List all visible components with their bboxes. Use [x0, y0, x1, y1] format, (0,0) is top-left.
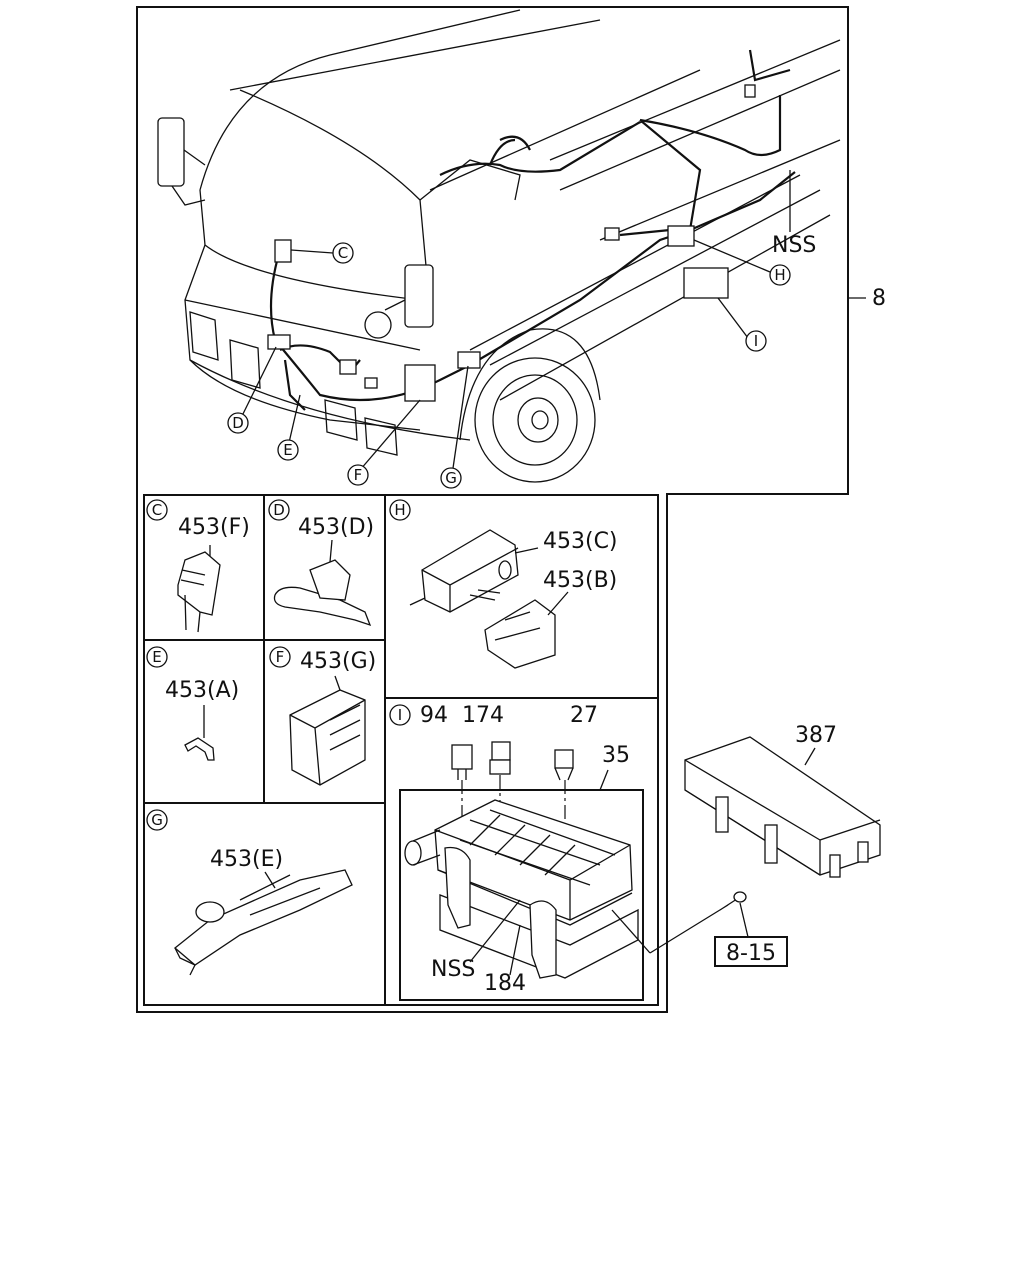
- bolt-ref-label: 8-15: [726, 941, 776, 966]
- svg-text:F: F: [276, 648, 285, 666]
- callout-i: I: [745, 330, 767, 352]
- svg-text:I: I: [754, 332, 758, 350]
- detail-e: E 453(A): [146, 646, 239, 761]
- callout-h: H: [769, 264, 791, 286]
- part-453g-label: 453(G): [300, 649, 376, 674]
- bolt-8-15: 8-15: [611, 891, 788, 967]
- callout-d: D: [227, 412, 249, 434]
- nss-label-detail: NSS: [431, 957, 475, 982]
- svg-text:H: H: [774, 266, 785, 284]
- svg-text:F: F: [354, 466, 363, 484]
- svg-text:D: D: [273, 501, 285, 519]
- detail-h: H 453(C) 453(B): [389, 499, 618, 669]
- detail-d: D 453(D): [268, 499, 374, 627]
- detail-g: G 453(E): [146, 809, 353, 976]
- svg-text:G: G: [151, 811, 163, 829]
- svg-text:C: C: [152, 501, 162, 519]
- relay-174-label: 174: [462, 703, 504, 728]
- callout-f: F: [347, 464, 369, 486]
- bracket-184-label: 184: [484, 971, 526, 996]
- svg-text:E: E: [152, 648, 161, 666]
- part-453a-label: 453(A): [165, 678, 239, 703]
- box-35-label: 35: [602, 743, 630, 768]
- detail-i: I 94 174 27 35 NSS 184: [389, 703, 644, 1001]
- cover-387: 387: [684, 723, 881, 878]
- part-453e-label: 453(E): [210, 847, 283, 872]
- part-453c-label: 453(C): [543, 529, 618, 554]
- main-view: C D E F G H I NSS 8: [136, 6, 886, 1013]
- svg-text:C: C: [338, 244, 348, 262]
- part-453d-label: 453(D): [298, 515, 374, 540]
- part-453b-label: 453(B): [543, 568, 617, 593]
- relay-94-label: 94: [420, 703, 448, 728]
- callout-e: E: [277, 439, 299, 461]
- callout-g: G: [440, 467, 462, 489]
- detail-c: C 453(F): [146, 499, 250, 633]
- callout-c: C: [332, 242, 354, 264]
- svg-text:E: E: [283, 441, 292, 459]
- nss-label-main: NSS: [772, 233, 816, 258]
- svg-text:D: D: [232, 414, 244, 432]
- part-453f-label: 453(F): [178, 515, 250, 540]
- detail-grid: [143, 494, 659, 1006]
- fuse-27-label: 27: [570, 703, 598, 728]
- svg-text:I: I: [398, 706, 402, 724]
- detail-f: F 453(G): [269, 646, 376, 786]
- svg-text:H: H: [394, 501, 405, 519]
- cover-part-label: 387: [795, 723, 837, 748]
- svg-text:G: G: [445, 469, 457, 487]
- assembly-ref-label: 8: [872, 286, 886, 311]
